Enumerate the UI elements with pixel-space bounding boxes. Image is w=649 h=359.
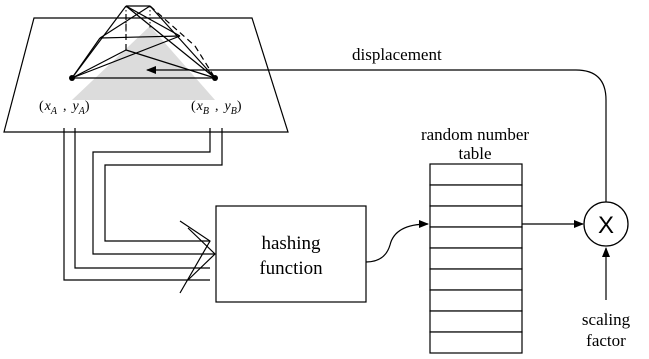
table-row [429, 289, 523, 312]
multiply-symbol: X [598, 212, 614, 239]
table-row [429, 247, 523, 270]
multiplier-to-displacement [505, 69, 607, 202]
vertex-b [212, 75, 218, 81]
shaded-triangle [72, 26, 215, 100]
dotted-verticals [125, 6, 151, 40]
function-label: function [259, 258, 323, 279]
vertex-a [69, 75, 75, 81]
random-number-label: random number [421, 125, 529, 144]
table-label: table [458, 144, 491, 163]
terrain-mesh [71, 5, 216, 79]
table-row [429, 184, 523, 207]
table-row [429, 163, 523, 186]
hashing-label: hashing [261, 233, 321, 254]
scaling-label: scaling [582, 310, 631, 329]
table-row [429, 331, 523, 354]
table-row [429, 226, 523, 249]
random-number-table [429, 163, 523, 354]
table-row [429, 205, 523, 228]
hash-to-table-arrow [365, 220, 429, 263]
coord-wires [63, 128, 223, 281]
input-chevrons [179, 220, 216, 294]
table-row [429, 268, 523, 291]
coord-b-label: (xB,yB) [191, 99, 242, 117]
hashing-function-box [215, 205, 367, 303]
coord-a-label: (xA,yA) [39, 99, 90, 117]
table-row [429, 310, 523, 333]
factor-label: factor [586, 331, 626, 350]
displacement-label: displacement [352, 45, 442, 64]
